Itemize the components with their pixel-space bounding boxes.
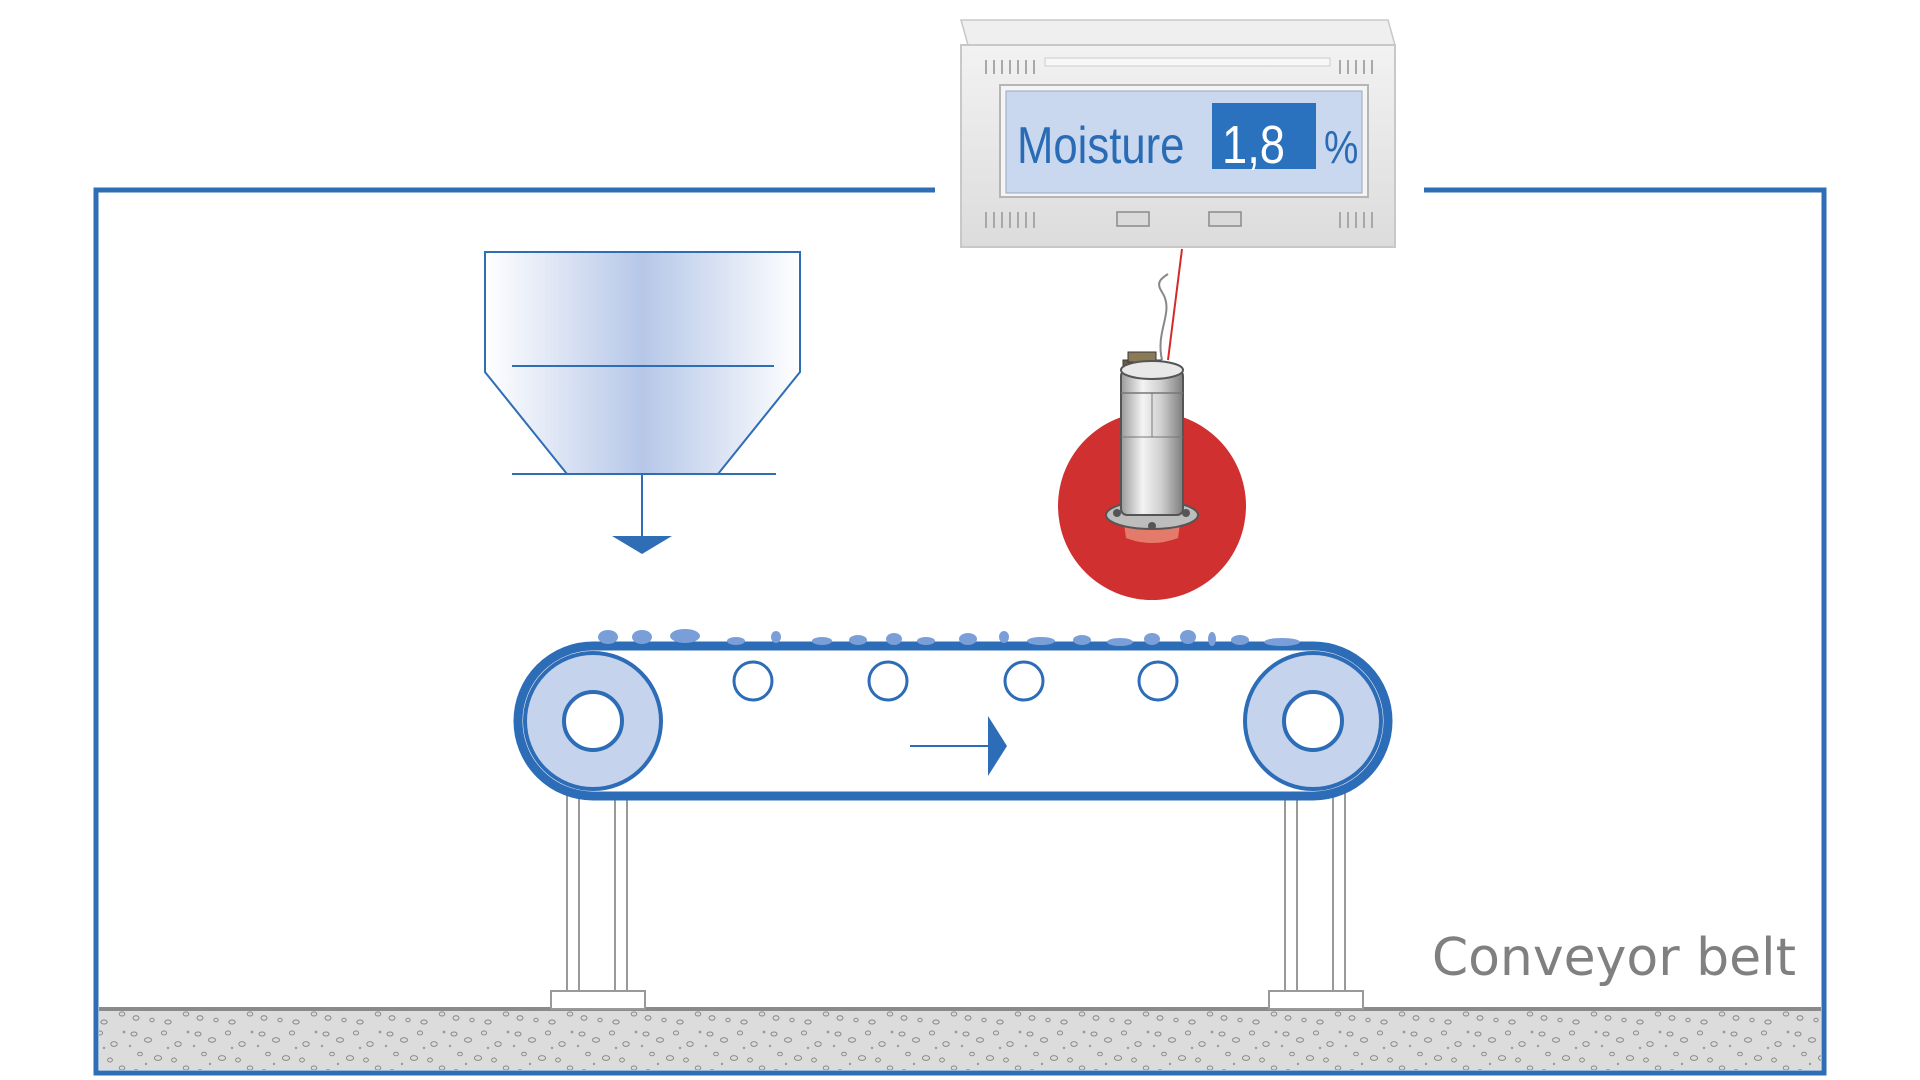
display-button-left[interactable]: [1116, 211, 1150, 227]
pulley-left: [523, 651, 663, 791]
display-value: 1,8: [1222, 114, 1285, 175]
moisture-display: Moisture 1,8 %: [960, 19, 1396, 248]
pulley-right: [1243, 651, 1383, 791]
conveyor-leg-left: [550, 789, 646, 1010]
conveyor-belt: [513, 641, 1393, 801]
moisture-sensor-icon: [1105, 351, 1199, 543]
conveyor-leg-right: [1268, 789, 1364, 1010]
floor: [99, 1007, 1821, 1070]
caption-conveyor-belt: Conveyor belt: [1432, 928, 1796, 988]
arrow-down-icon: [612, 474, 672, 554]
hopper: [484, 251, 801, 475]
display-label: Moisture: [1017, 118, 1184, 175]
display-unit: %: [1324, 122, 1358, 173]
display-button-right[interactable]: [1208, 211, 1242, 227]
arrow-right-icon: [910, 716, 1007, 776]
housing-vents: [985, 60, 1373, 228]
bulk-material: [598, 629, 1300, 646]
enclosure-frame: [93, 187, 1827, 1076]
idler-rollers: [732, 660, 1179, 702]
sensor-cable: [1167, 248, 1183, 361]
sensor-cable-wire: [1158, 273, 1169, 361]
